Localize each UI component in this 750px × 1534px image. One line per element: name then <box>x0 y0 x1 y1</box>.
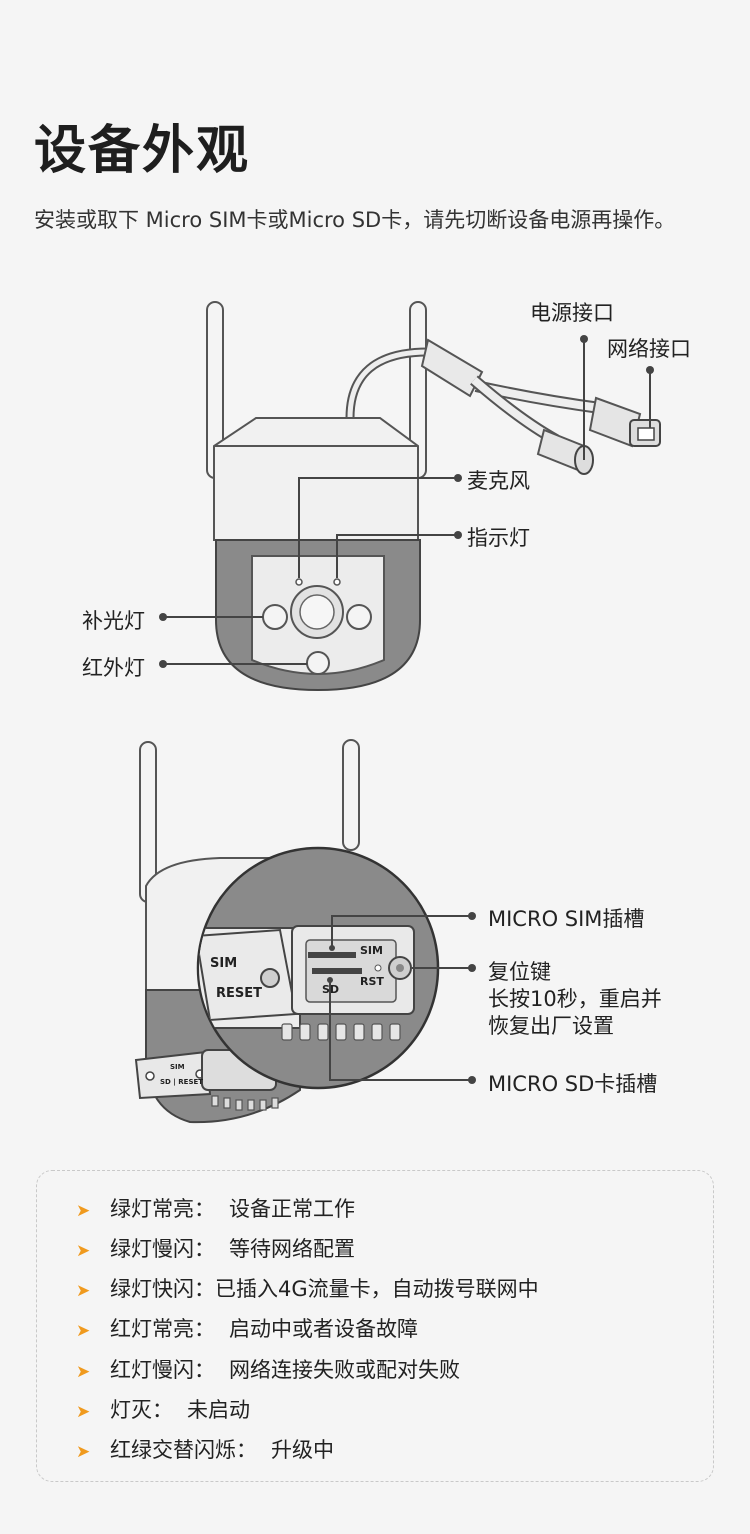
arrow-right-icon: ➤ <box>76 1241 91 1261</box>
sd-slot-marking: SD <box>322 983 340 996</box>
reset-key-desc-line2: 恢复出厂设置 <box>488 1014 614 1038</box>
reset-key-label: 复位键 <box>488 960 551 984</box>
sim-slot-marking: SIM <box>360 944 383 957</box>
small-sim-marking: SIM <box>170 1063 185 1071</box>
network-port-label: 网络接口 <box>607 337 691 361</box>
arrow-right-icon: ➤ <box>76 1442 91 1462</box>
microphone-label: 麦克风 <box>467 469 530 493</box>
page-title: 设备外观 <box>34 121 251 181</box>
sim-cover-marking: SIM <box>210 956 238 971</box>
sim-slot-label: MICRO SIM插槽 <box>488 907 645 931</box>
camera-front-illustration <box>159 301 661 692</box>
small-sd-reset-marking: SD | RESET <box>160 1078 204 1086</box>
power-port-label: 电源接口 <box>530 301 614 325</box>
arrow-right-icon: ➤ <box>76 1362 91 1382</box>
led-status-item: ➤红灯常亮：启动中或者设备故障 <box>76 1317 418 1341</box>
led-status-item: ➤红绿交替闪烁：升级中 <box>76 1438 334 1462</box>
arrow-right-icon: ➤ <box>76 1321 91 1341</box>
ir-light-label: 红外灯 <box>82 656 145 680</box>
sd-slot-label: MICRO SD卡插槽 <box>488 1072 658 1096</box>
indicator-label: 指示灯 <box>467 526 530 550</box>
rst-marking: RST <box>360 975 384 988</box>
page-subtitle: 安装或取下 Micro SIM卡或Micro SD卡，请先切断设备电源再操作。 <box>34 208 676 232</box>
arrow-right-icon: ➤ <box>76 1402 91 1422</box>
led-status-item: ➤绿灯快闪：已插入4G流量卡，自动拨号联网中 <box>76 1277 539 1301</box>
camera-side-illustration <box>134 739 476 1124</box>
led-status-panel <box>36 1170 714 1482</box>
reset-key-desc-line1: 长按10秒，重启并 <box>488 987 662 1011</box>
led-status-item: ➤绿灯慢闪：等待网络配置 <box>76 1237 355 1261</box>
led-status-item: ➤红灯慢闪：网络连接失败或配对失败 <box>76 1358 460 1382</box>
led-status-item: ➤绿灯常亮：设备正常工作 <box>76 1197 355 1221</box>
arrow-right-icon: ➤ <box>76 1281 91 1301</box>
arrow-right-icon: ➤ <box>76 1201 91 1221</box>
led-status-item: ➤灯灭：未启动 <box>76 1398 250 1422</box>
reset-cover-marking: RESET <box>216 986 263 1001</box>
fill-light-label: 补光灯 <box>82 609 145 633</box>
